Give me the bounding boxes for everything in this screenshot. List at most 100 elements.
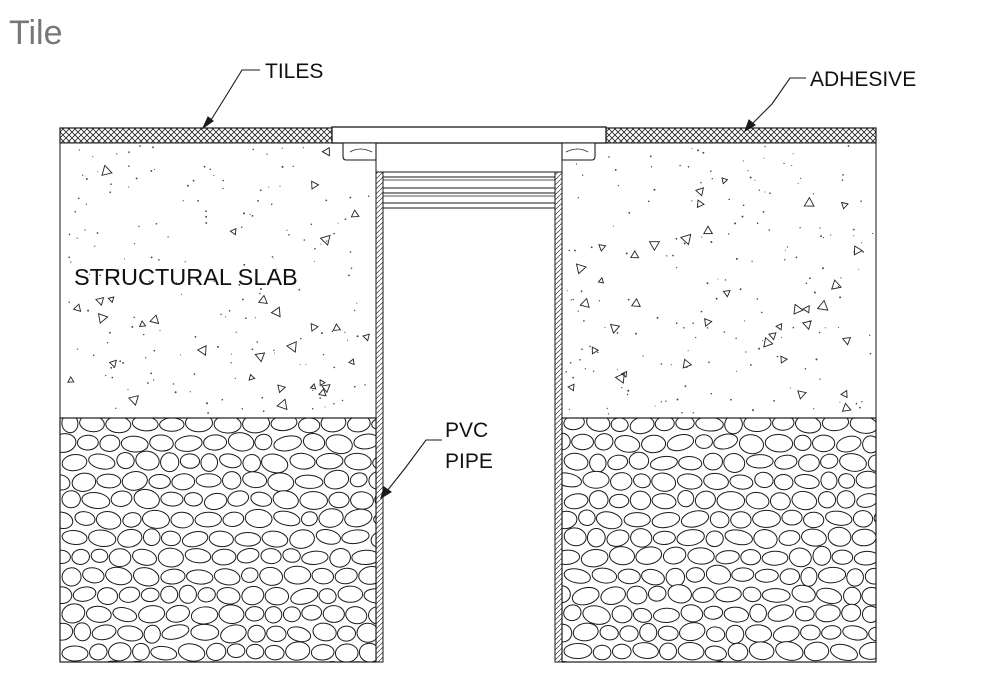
gravel-pebble: [703, 605, 724, 620]
gravel-pebble: [206, 642, 227, 661]
sand-dot: [642, 355, 644, 357]
sand-dot: [672, 254, 674, 257]
gravel-pebble: [89, 643, 108, 661]
gravel-pebble: [715, 550, 740, 565]
gravel-pebble: [82, 567, 105, 584]
sand-dot: [784, 249, 786, 251]
sand-dot: [675, 266, 678, 269]
gravel-pebble: [203, 434, 228, 451]
sand-dot: [813, 408, 815, 410]
sand-dot: [691, 147, 693, 149]
sand-dot: [76, 237, 78, 239]
aggregate-chip: [648, 241, 661, 252]
gravel-pebble: [195, 473, 222, 488]
gravel-pebble: [328, 491, 350, 509]
gravel-pebble: [282, 548, 301, 563]
gravel-pebble: [676, 529, 705, 547]
gravel-pebble: [879, 603, 905, 623]
gravel-pebble: [334, 567, 358, 585]
gravel-pebble: [216, 586, 241, 605]
gravel-pebble: [853, 550, 876, 566]
aggregate-chip: [149, 314, 160, 325]
sand-dot: [627, 298, 630, 301]
sand-dot: [203, 165, 206, 168]
sand-dot: [710, 241, 713, 243]
sand-dot: [685, 366, 688, 368]
gravel-pebble: [745, 624, 773, 643]
gravel-pebble: [242, 454, 261, 473]
gravel-pebble: [282, 606, 301, 623]
sand-dot: [310, 223, 313, 226]
sand-dot: [614, 168, 617, 171]
gravel-pebble: [222, 661, 241, 662]
gravel-pebble: [194, 511, 222, 528]
gravel-fill-right: [562, 418, 906, 662]
sand-dot: [839, 296, 842, 299]
gravel-pebble: [337, 585, 364, 603]
gravel-pebble: [190, 623, 220, 641]
sand-dot: [252, 148, 255, 151]
gravel-pebble: [880, 548, 906, 567]
gravel-pebble: [651, 511, 681, 529]
gravel-pebble: [846, 568, 864, 587]
gravel-pebble: [117, 528, 143, 548]
gravel-pebble: [373, 512, 376, 527]
gravel-pebble: [836, 435, 862, 453]
sand-dot: [176, 282, 178, 284]
gravel-pebble: [60, 433, 77, 453]
gravel-pebble: [563, 642, 593, 660]
sand-dot: [566, 290, 568, 292]
sand-dot: [196, 280, 198, 283]
gravel-pebble: [358, 566, 376, 585]
sand-dot: [743, 320, 746, 322]
sand-dot: [344, 218, 347, 221]
gravel-pebble: [116, 452, 135, 470]
gravel-pebble: [315, 452, 344, 470]
gravel-pebble: [632, 642, 659, 659]
sand-dot: [192, 179, 195, 182]
sand-dot: [565, 370, 567, 373]
sand-dot: [270, 203, 273, 206]
gravel-pebble: [81, 492, 111, 509]
gravel-pebble: [617, 568, 641, 585]
sand-dot: [74, 210, 76, 213]
sand-dot: [256, 341, 258, 343]
gravel-pebble: [351, 549, 376, 566]
gravel-pebble: [861, 586, 876, 606]
gravel-pebble: [774, 454, 798, 470]
gravel-pebble: [75, 663, 99, 681]
gravel-pebble: [562, 623, 573, 643]
gravel-pebble: [794, 605, 815, 622]
gravel-pebble: [368, 605, 376, 625]
sand-dot: [572, 376, 575, 379]
sand-dot: [805, 282, 808, 285]
sand-dot: [702, 151, 705, 154]
sand-dot: [764, 145, 766, 148]
gravel-pebble: [299, 491, 328, 510]
pvc-pipe-wall-left: [375, 171, 384, 663]
gravel-pebble: [349, 472, 368, 488]
gravel-pebble: [801, 528, 827, 547]
gravel-pebble: [151, 665, 179, 680]
gravel-pebble: [713, 433, 739, 450]
gravel-pebble: [607, 454, 629, 471]
gravel-pebble: [773, 473, 794, 491]
sand-dot: [138, 225, 140, 228]
gravel-pebble: [599, 625, 619, 641]
sand-dot: [786, 246, 789, 248]
sand-dot: [331, 330, 334, 333]
gravel-pebble: [742, 586, 762, 603]
gravel-pebble: [578, 509, 596, 526]
gravel-pebble: [562, 472, 582, 488]
gravel-pebble: [311, 567, 335, 585]
sand-dot: [749, 176, 752, 179]
sand-dot: [302, 147, 304, 149]
gravel-pebble: [71, 472, 97, 492]
gravel-pebble: [563, 418, 585, 431]
gravel-pebble: [727, 642, 749, 662]
sand-dot: [580, 290, 583, 293]
gravel-pebble: [222, 511, 245, 527]
sand-dot: [311, 385, 314, 388]
sand-dot: [859, 406, 861, 409]
gravel-pebble: [197, 587, 216, 603]
